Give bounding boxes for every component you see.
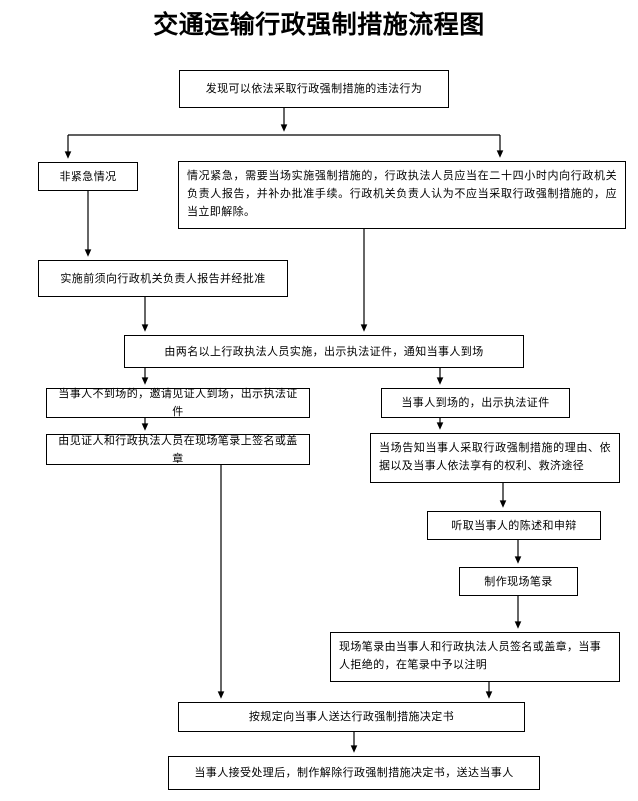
node-urgent[interactable]: 情况紧急，需要当场实施强制措施的，行政执法人员应当在二十四小时内向行政机关负责人… — [178, 161, 626, 229]
node-party-present[interactable]: 当事人到场的，出示执法证件 — [381, 388, 570, 418]
node-inform-reasons[interactable]: 当场告知当事人采取行政强制措施的理由、依据以及当事人依法享有的权利、救济途径 — [370, 433, 620, 483]
node-pre-approval[interactable]: 实施前须向行政机关负责人报告并经批准 — [38, 260, 288, 297]
node-start[interactable]: 发现可以依法采取行政强制措施的违法行为 — [179, 70, 449, 108]
node-hear-statement[interactable]: 听取当事人的陈述和申辩 — [427, 511, 601, 540]
node-release-decision[interactable]: 当事人接受处理后，制作解除行政强制措施决定书，送达当事人 — [168, 756, 540, 790]
node-record-sign[interactable]: 现场笔录由当事人和行政执法人员签名或盖章，当事人拒绝的，在笔录中予以注明 — [330, 632, 620, 682]
node-party-absent[interactable]: 当事人不到场的，邀请见证人到场，出示执法证件 — [46, 387, 310, 418]
node-serve-decision[interactable]: 按规定向当事人送达行政强制措施决定书 — [178, 702, 525, 732]
node-witness-sign[interactable]: 由见证人和行政执法人员在现场笔录上签名或盖章 — [46, 434, 310, 465]
page-title: 交通运输行政强制措施流程图 — [153, 10, 485, 39]
node-two-officers[interactable]: 由两名以上行政执法人员实施，出示执法证件，通知当事人到场 — [124, 335, 524, 368]
node-make-record[interactable]: 制作现场笔录 — [459, 567, 578, 596]
node-non-urgent[interactable]: 非紧急情况 — [38, 162, 138, 191]
